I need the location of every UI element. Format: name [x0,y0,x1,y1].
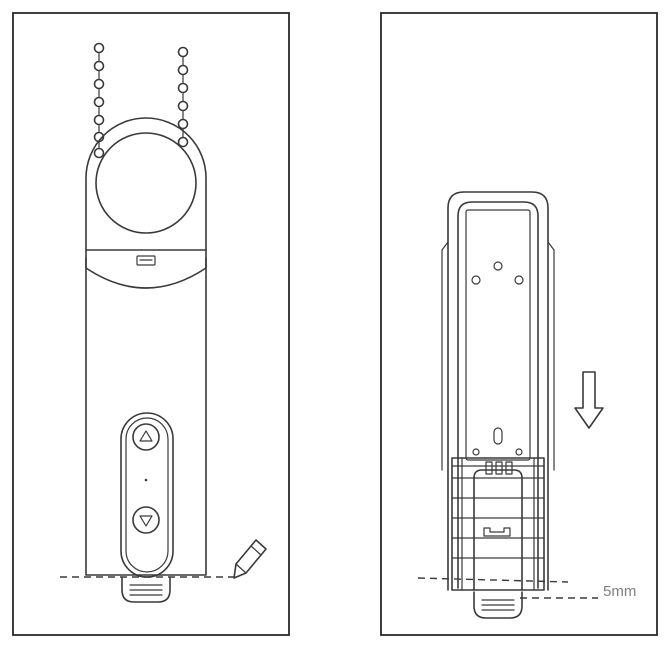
bottom-tab-right [473,591,523,619]
bottom-tab [121,577,171,603]
pencil-icon [233,539,267,579]
right-panel-frame [380,12,658,636]
left-panel [12,12,290,636]
right-panel: 5mm [380,12,658,636]
up-arrow-icon [132,423,160,451]
gap-label: 5mm [603,583,636,600]
left-panel-frame [12,12,290,636]
down-arrow-icon [132,506,160,534]
bead-chain-left [93,42,105,159]
control-pad [120,412,174,578]
bead-chain-right [177,46,189,148]
down-direction-arrow-icon [574,371,604,429]
mark-line-right [417,577,569,583]
mounting-bracket [441,191,555,591]
motor-base [451,457,545,591]
motor-body [85,117,207,576]
